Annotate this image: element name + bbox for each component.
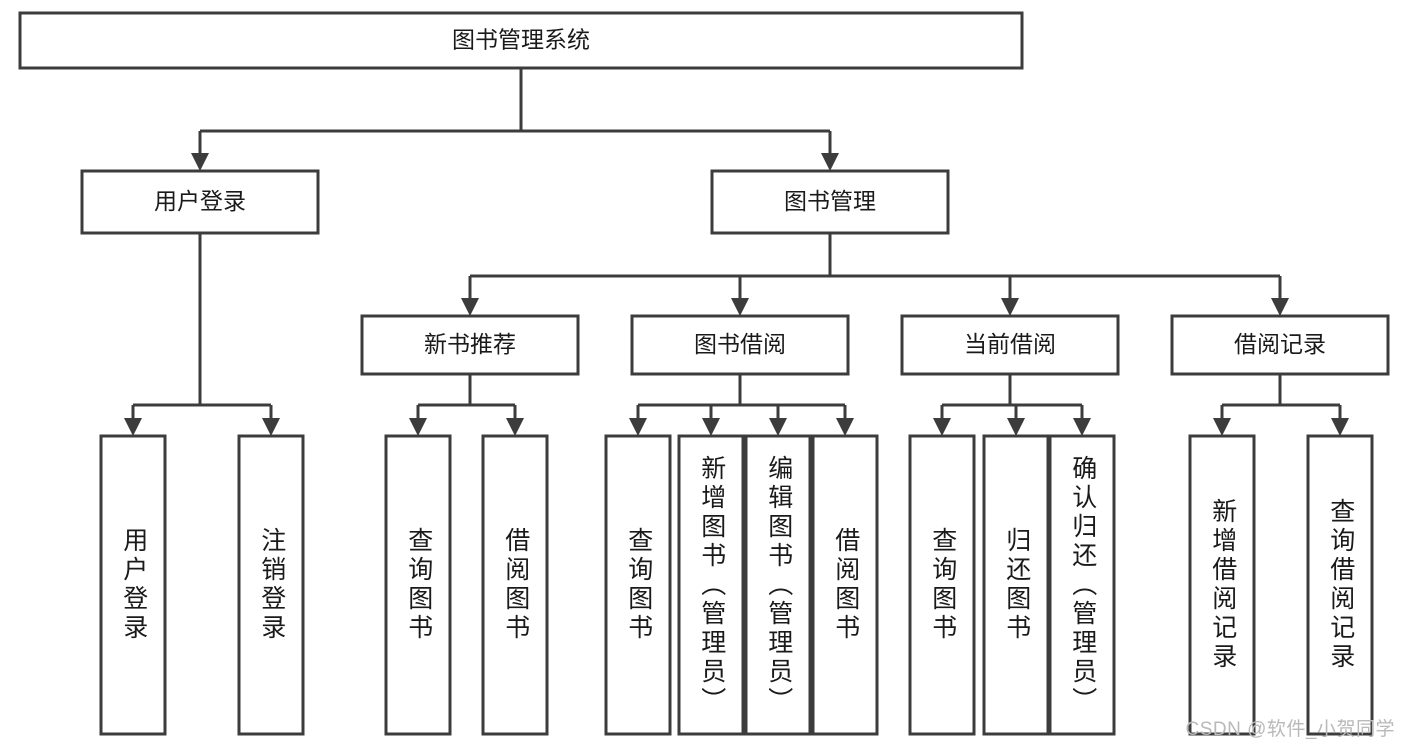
node-box-leaf-2[interactable]: [384, 434, 452, 736]
node-box-leaf-0[interactable]: [99, 434, 167, 736]
node-box-level3-2[interactable]: [900, 314, 1120, 376]
node-box-leaf-10[interactable]: [1048, 434, 1116, 736]
arrow-head-icon: [191, 153, 209, 171]
node-box-leaf-4[interactable]: [604, 434, 672, 736]
node-box-leaf-3[interactable]: [481, 434, 549, 736]
arrow-head-icon: [1271, 298, 1289, 316]
node-label-level3-2: 当前借阅: [964, 331, 1056, 357]
arrow-head-icon: [629, 418, 647, 436]
arrow-head-icon: [821, 153, 839, 171]
arrow-head-icon: [1001, 298, 1019, 316]
arrow-head-icon: [461, 298, 479, 316]
node-label-level3-0: 新书推荐: [424, 331, 516, 357]
node-box-leaf-1[interactable]: [237, 434, 305, 736]
arrow-head-icon: [1007, 418, 1025, 436]
node-label-level3-1: 图书借阅: [694, 331, 786, 357]
node-label-level2-0: 用户登录: [154, 188, 246, 214]
node-box-level3-1[interactable]: [630, 314, 850, 376]
node-box-level2-1[interactable]: [710, 169, 950, 235]
node-box-leaf-5[interactable]: [677, 434, 745, 736]
node-box-leaf-7[interactable]: [811, 434, 879, 736]
node-label-level2-1: 图书管理: [784, 188, 876, 214]
arrow-head-icon: [1073, 418, 1091, 436]
csdn-watermark: CSDN @软件_小贺同学: [1185, 719, 1395, 740]
node-box-leaf-12[interactable]: [1306, 434, 1374, 736]
arrow-head-icon: [506, 418, 524, 436]
arrow-head-icon: [836, 418, 854, 436]
arrow-head-icon: [409, 418, 427, 436]
arrow-head-icon: [702, 418, 720, 436]
node-box-level2-0[interactable]: [80, 169, 320, 235]
boxes-layer: [18, 11, 1390, 736]
arrow-head-icon: [124, 418, 142, 436]
node-box-leaf-8[interactable]: [908, 434, 976, 736]
node-label-level3-3: 借阅记录: [1234, 331, 1326, 357]
arrow-head-icon: [1331, 418, 1349, 436]
connectors-layer: [124, 68, 1349, 436]
node-box-leaf-9[interactable]: [982, 434, 1050, 736]
node-box-leaf-11[interactable]: [1188, 434, 1256, 736]
node-box-leaf-6[interactable]: [744, 434, 812, 736]
arrow-head-icon: [262, 418, 280, 436]
node-label-root: 图书管理系统: [452, 27, 590, 53]
arrow-head-icon: [769, 418, 787, 436]
node-box-level3-0[interactable]: [360, 314, 580, 376]
node-box-root[interactable]: [18, 11, 1024, 70]
arrow-head-icon: [731, 298, 749, 316]
arrow-head-icon: [1213, 418, 1231, 436]
arrow-head-icon: [933, 418, 951, 436]
node-box-level3-3[interactable]: [1170, 314, 1390, 376]
